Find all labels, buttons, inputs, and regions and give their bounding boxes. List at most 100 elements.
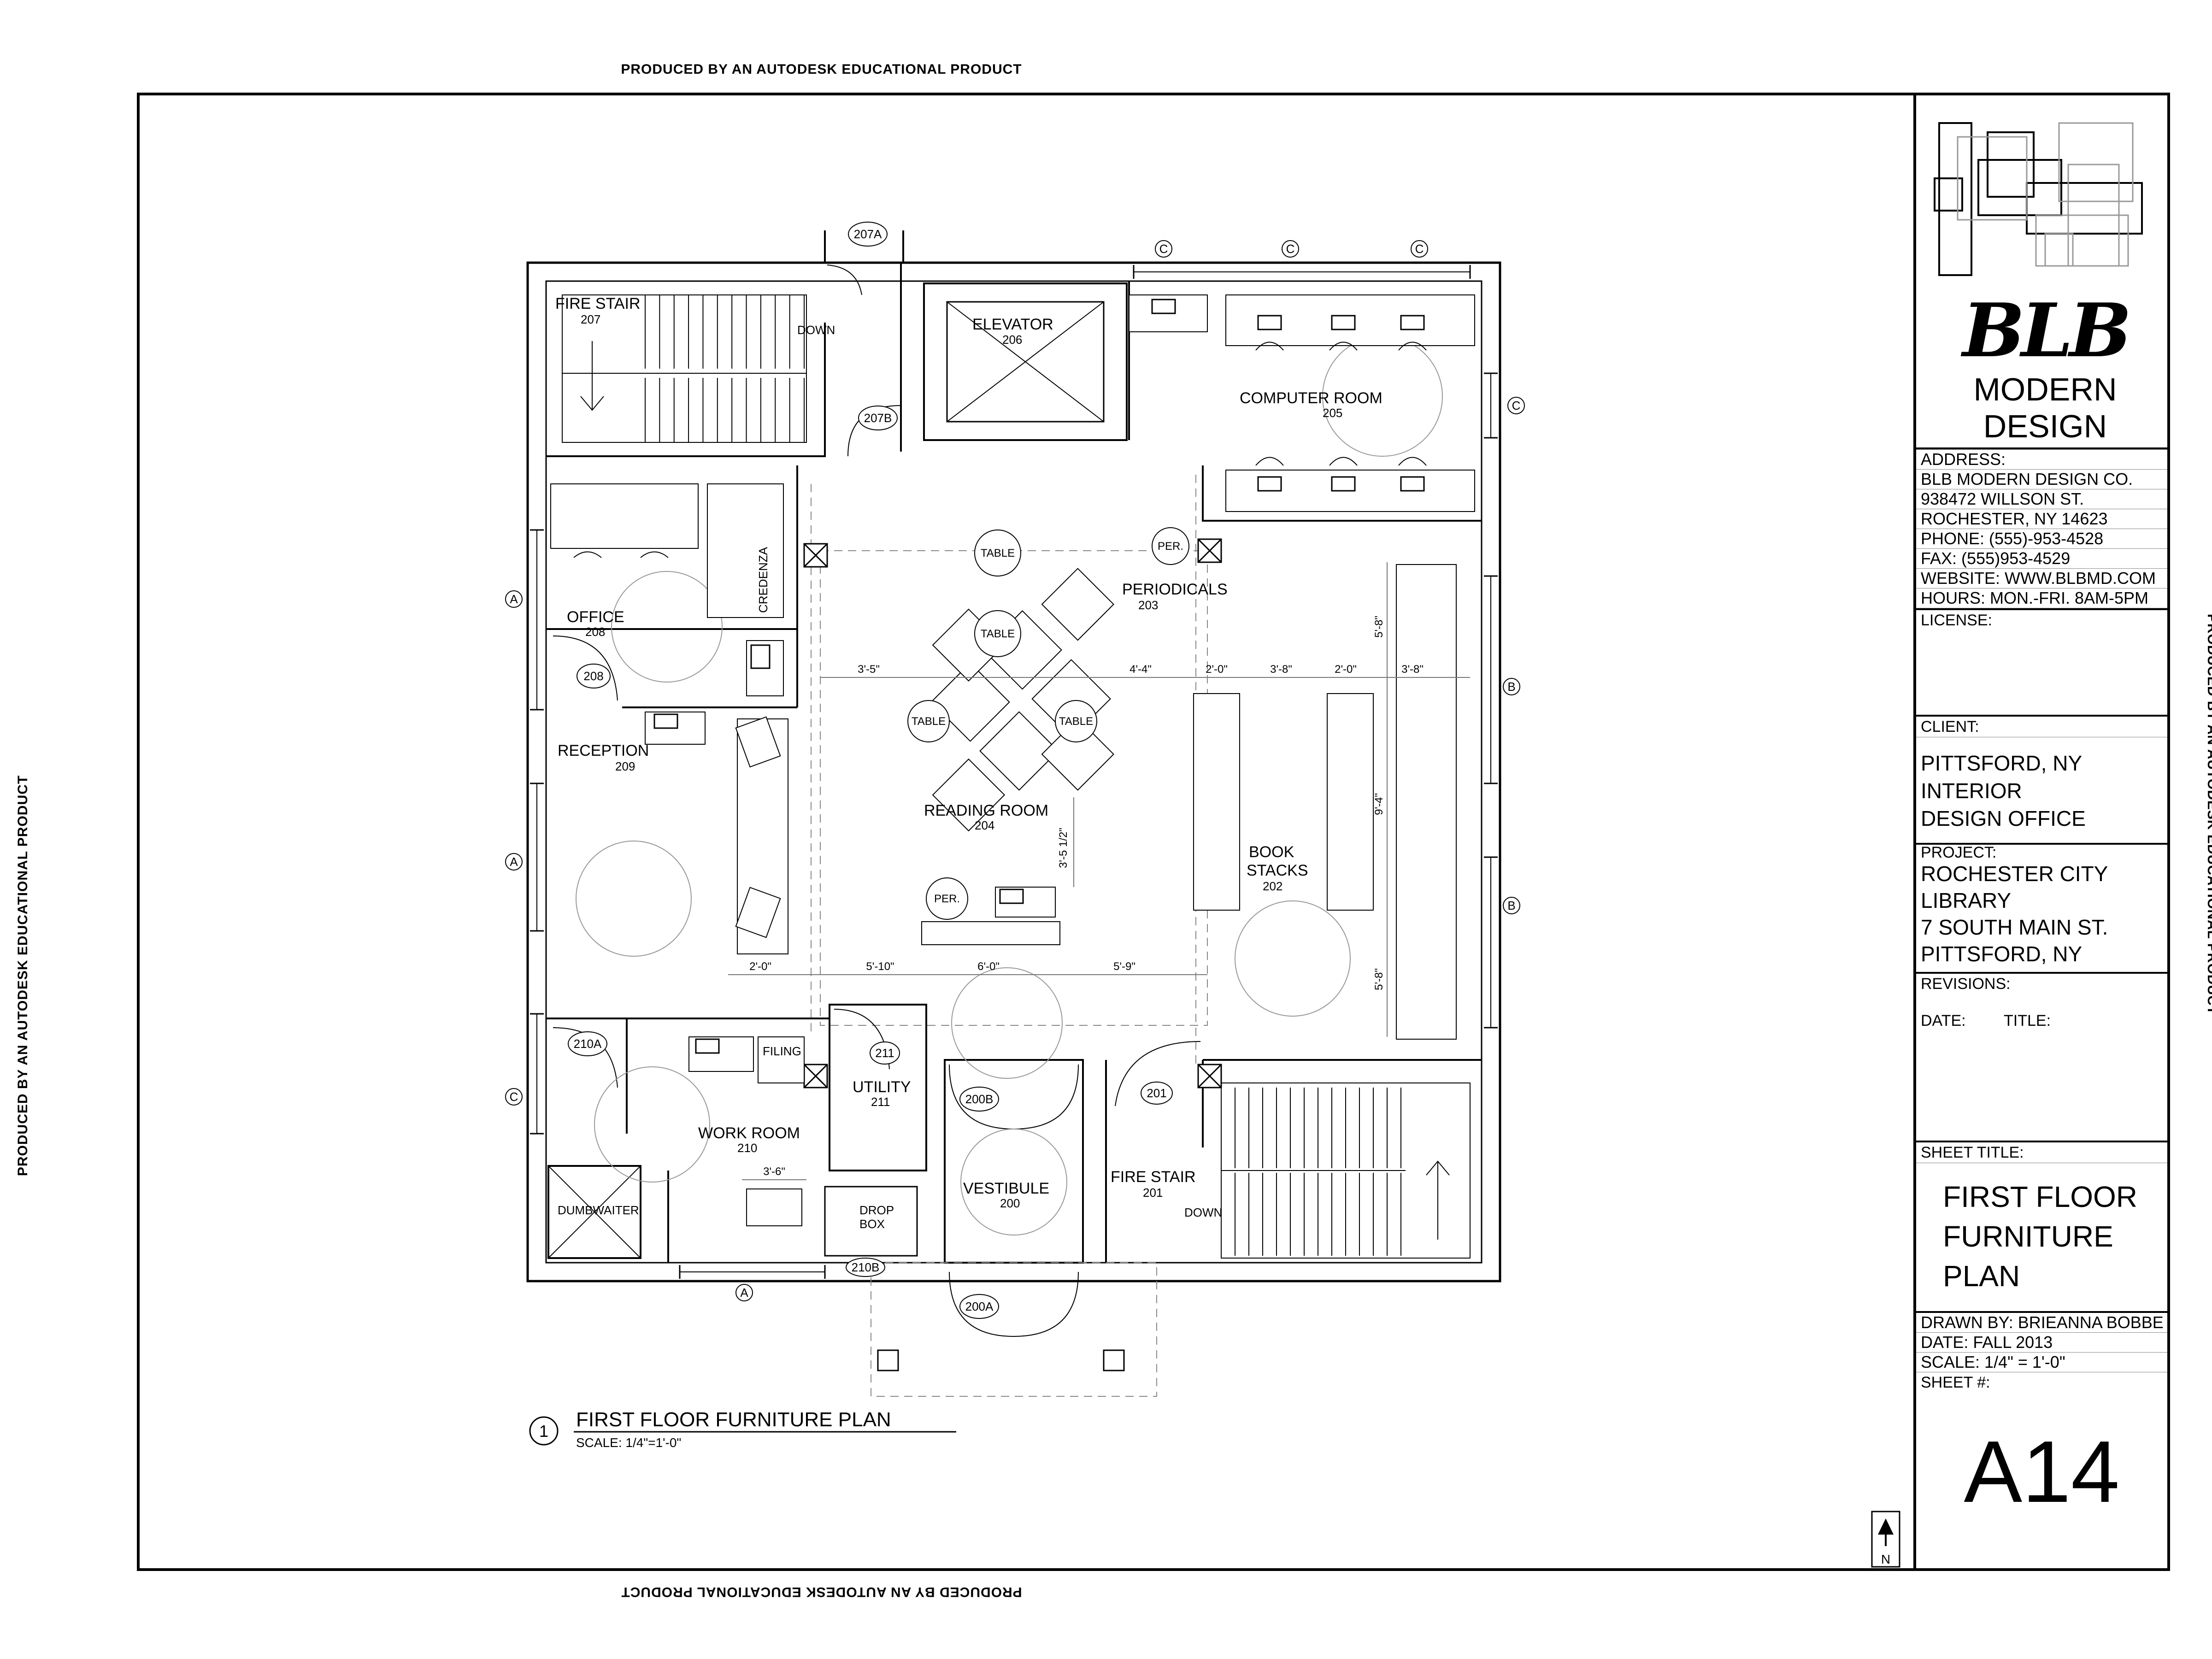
room-number-207: 207	[581, 312, 600, 326]
door-tag-208: 208	[583, 669, 603, 683]
room-number-208: 208	[585, 625, 605, 639]
sheet-title-lines: FIRST FLOOR FURNITURE PLAN	[1916, 1163, 2167, 1296]
logo-graphic	[1934, 122, 2143, 276]
room-name-elevator: ELEVATOR	[972, 316, 1053, 333]
door-tag-200a: 200A	[965, 1300, 994, 1313]
drop-box-label-2: BOX	[859, 1217, 885, 1231]
columns	[803, 538, 1222, 1371]
clearance-circles	[576, 336, 1443, 1235]
address-line-0: ADDRESS:	[1916, 450, 2167, 470]
door-tag-207a: 207A	[854, 227, 882, 241]
title-block: BLB MODERN DESIGN ADDRESS: BLB MODERN DE…	[1913, 95, 2167, 1568]
room-number-205: 205	[1323, 406, 1342, 420]
drawing-title-text: FIRST FLOOR FURNITURE PLAN	[576, 1408, 891, 1431]
door-tags: 207A 207B 208 210A 211 200B 201 210B 200…	[568, 222, 1173, 1319]
dim-h1-2: 2'-0"	[1206, 663, 1228, 676]
door-tag-201: 201	[1147, 1086, 1166, 1100]
section-markers: A A A B B C C C C C	[505, 240, 1525, 1301]
sheet-title-line-1: FURNITURE	[1943, 1220, 2113, 1253]
dim-h1-5: 3'-8"	[1401, 663, 1424, 676]
project-line-0: ROCHESTER CITY	[1921, 862, 2108, 886]
drawing-number: 1	[539, 1422, 548, 1441]
marker-c-3: C	[1286, 242, 1295, 256]
dimension-labels: 3'-5" 4'-4" 2'-0" 3'-8" 2'-0" 3'-8" 2'-0…	[749, 616, 1424, 1178]
door-tag-210a: 210A	[574, 1037, 602, 1051]
marker-a-3: A	[740, 1286, 748, 1300]
stair-201-treads	[1221, 1082, 1471, 1259]
sheet-info-section: DRAWN BY: BRIEANNA BOBBE DATE: FALL 2013…	[1916, 1313, 2167, 1566]
dim-work-room: 3'-6"	[763, 1165, 785, 1178]
sheet-number: A14	[1964, 1423, 2120, 1521]
marker-c-5: C	[1512, 399, 1521, 412]
exterior-walls	[526, 261, 1501, 1282]
project-line-1: LIBRARY	[1921, 888, 2012, 912]
project-section: PROJECT: ROCHESTER CITY LIBRARY 7 SOUTH …	[1916, 845, 2167, 974]
address-section: ADDRESS: BLB MODERN DESIGN CO. 938472 WI…	[1916, 449, 2167, 717]
sheet-title-section: SHEET TITLE: FIRST FLOOR FURNITURE PLAN	[1916, 1142, 2167, 1313]
drawing-frame	[137, 93, 2170, 1571]
drawn-by: DRAWN BY: BRIEANNA BOBBE	[1916, 1313, 2167, 1333]
stair-201-down: DOWN	[1184, 1206, 1222, 1219]
north-arrow: N	[1871, 1511, 1900, 1568]
room-name-utility: UTILITY	[853, 1078, 911, 1096]
sheet-number-label: SHEET #:	[1921, 1374, 1990, 1391]
door-tag-200b: 200B	[965, 1092, 994, 1106]
sheet-scale: SCALE: 1/4" = 1'-0"	[1916, 1353, 2167, 1372]
dim-h2-3: 5'-9"	[1113, 960, 1135, 973]
client-line-2: DESIGN OFFICE	[1921, 806, 2086, 830]
door-tag-211: 211	[875, 1046, 894, 1060]
brand-line-2: DESIGN	[1983, 408, 2107, 444]
room-name-work-room: WORK ROOM	[698, 1124, 800, 1142]
door-tag-210b: 210B	[852, 1260, 880, 1274]
interior-walls	[546, 230, 1482, 1264]
project-label: PROJECT:	[1921, 844, 1997, 861]
address-line-4: PHONE: (555)-953-4528	[1916, 529, 2167, 549]
project-line-2: 7 SOUTH MAIN ST.	[1921, 915, 2108, 939]
marker-b-2: B	[1507, 899, 1515, 912]
sheet-date: DATE: FALL 2013	[1916, 1333, 2167, 1353]
room-number-200: 200	[1000, 1196, 1020, 1210]
marker-a-2: A	[510, 855, 518, 869]
stair-207-treads	[562, 294, 807, 443]
room-name-office: OFFICE	[567, 608, 624, 626]
client-line-1: INTERIOR	[1921, 779, 2022, 803]
table-label-2: TABLE	[981, 628, 1015, 640]
dim-v-2: 5'-8"	[1373, 968, 1385, 990]
room-number-204: 204	[975, 818, 994, 832]
north-arrow-icon	[1878, 1518, 1894, 1535]
dumbwaiter-label: DUMBWAITER	[558, 1203, 639, 1217]
room-number-206: 206	[1002, 333, 1022, 347]
dim-h2-1: 5'-10"	[866, 960, 894, 973]
dim-v-1: 9'-4"	[1373, 793, 1385, 815]
room-name-reception: RECEPTION	[558, 742, 649, 759]
door-tag-207b: 207B	[864, 411, 892, 425]
address-line-7: HOURS: MON.-FRI. 8AM-5PM	[1916, 588, 2167, 608]
brand-line-1: MODERN	[1973, 371, 2117, 407]
dim-h1-3: 3'-8"	[1270, 663, 1292, 676]
table-label-3: TABLE	[912, 715, 946, 728]
revisions-label: REVISIONS:	[1921, 975, 2011, 993]
marker-c-1: C	[510, 1090, 518, 1104]
address-line-1: BLB MODERN DESIGN CO.	[1916, 470, 2167, 489]
address-lines: ADDRESS: BLB MODERN DESIGN CO. 938472 WI…	[1916, 449, 2167, 608]
license-label: LICENSE:	[1916, 608, 2167, 630]
revisions-section: REVISIONS: DATE: TITLE:	[1916, 974, 2167, 1142]
address-line-5: FAX: (555)953-4529	[1916, 549, 2167, 569]
room-name-computer-room: COMPUTER ROOM	[1240, 389, 1382, 407]
table-label-1: TABLE	[981, 547, 1015, 559]
dim-h1-0: 3'-5"	[858, 663, 880, 676]
dim-h2-0: 2'-0"	[749, 960, 771, 973]
brand-script: BLB	[1962, 287, 2132, 374]
room-number-203: 203	[1138, 598, 1158, 612]
stair-207-down: DOWN	[797, 323, 835, 337]
chairs	[573, 341, 1427, 558]
room-name-vestibule: VESTIBULE	[963, 1180, 1049, 1197]
client-label: CLIENT:	[1916, 717, 2167, 737]
computer-monitors	[653, 299, 1425, 1054]
room-number-211: 211	[871, 1095, 890, 1109]
room-name-reading-room: READING ROOM	[924, 802, 1048, 819]
room-labels: FIRE STAIR 207 DOWN ELEVATOR 206 COMPUTE…	[555, 295, 1382, 1231]
marker-b-1: B	[1507, 680, 1515, 694]
dim-reading: 3'-5 1/2"	[1057, 828, 1070, 868]
